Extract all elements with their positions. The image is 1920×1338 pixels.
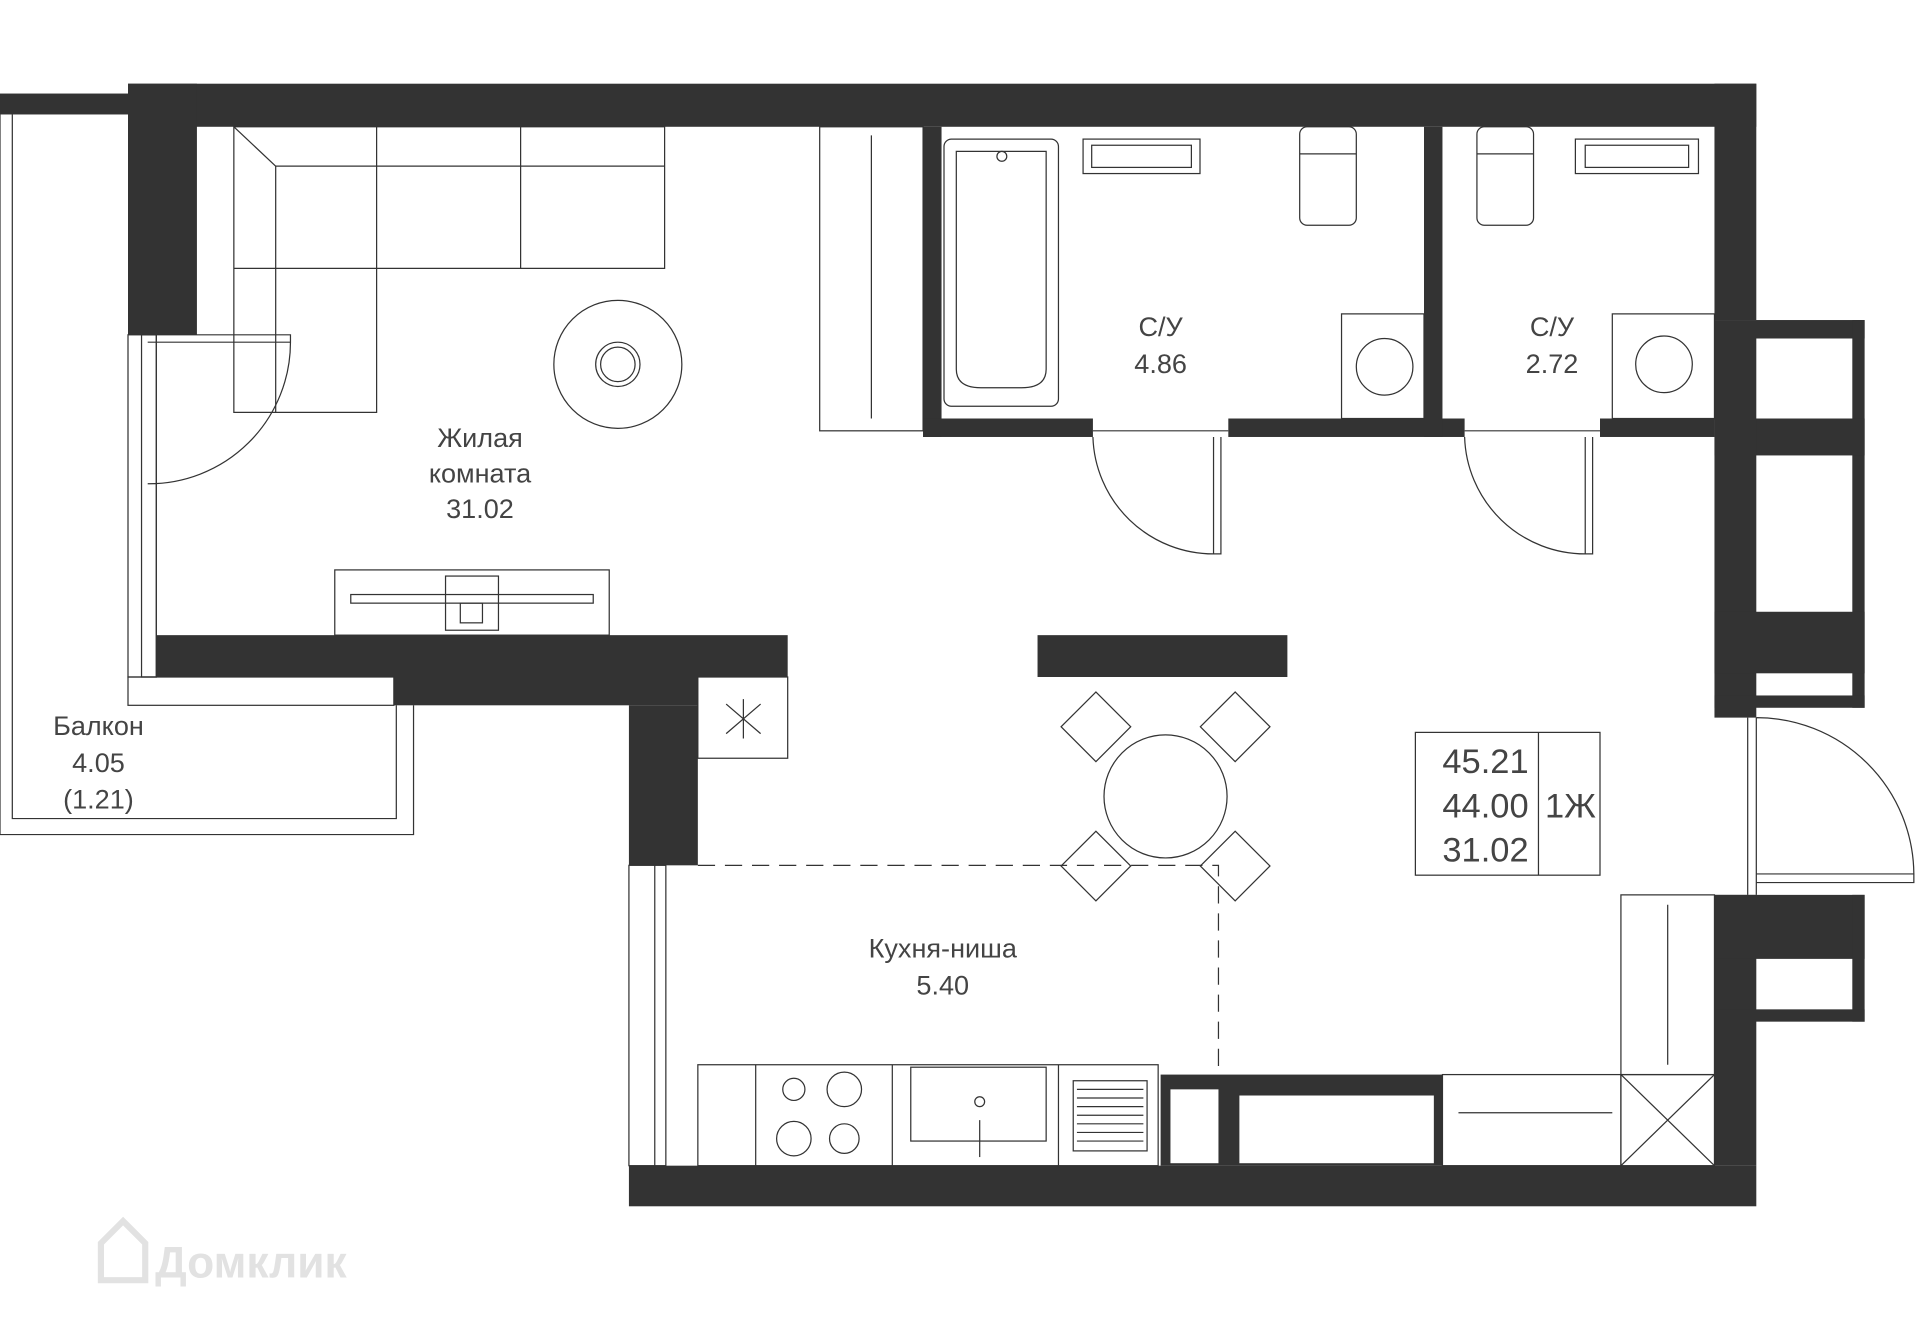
- living-area: 31.02: [1442, 832, 1528, 870]
- apartment-type: 1Ж: [1545, 787, 1596, 825]
- living-room-name-2: комната: [429, 458, 532, 489]
- balcony-name: Балкон: [53, 710, 144, 741]
- watermark: Домклик: [97, 1216, 347, 1288]
- furniture: [233, 126, 1716, 1167]
- total-area: 45.21: [1442, 743, 1528, 781]
- doors: [147, 334, 1915, 895]
- living-room-area: 31.02: [446, 493, 514, 524]
- area-without-balcony: 44.00: [1442, 787, 1528, 825]
- room-labels: Жилая комната 31.02 С/У 4.86 С/У 2.72 Ба…: [53, 311, 1578, 1001]
- living-room-name-1: Жилая: [437, 422, 523, 453]
- bath2-area: 2.72: [1526, 348, 1579, 379]
- walls: [0, 83, 1865, 1207]
- house-logo-icon: [97, 1216, 149, 1284]
- watermark-text: Домклик: [155, 1239, 347, 1288]
- balcony-area-coef: (1.21): [63, 784, 134, 815]
- balcony-outline: [0, 114, 415, 836]
- kitchen-area: 5.40: [916, 970, 969, 1001]
- bath2-name: С/У: [1530, 311, 1575, 342]
- bath1-area: 4.86: [1134, 348, 1187, 379]
- area-summary-box: 45.21 44.00 31.02 1Ж: [1414, 731, 1601, 876]
- balcony-area: 4.05: [72, 747, 125, 778]
- bath1-name: С/У: [1138, 311, 1183, 342]
- kitchen-name: Кухня-ниша: [869, 933, 1018, 964]
